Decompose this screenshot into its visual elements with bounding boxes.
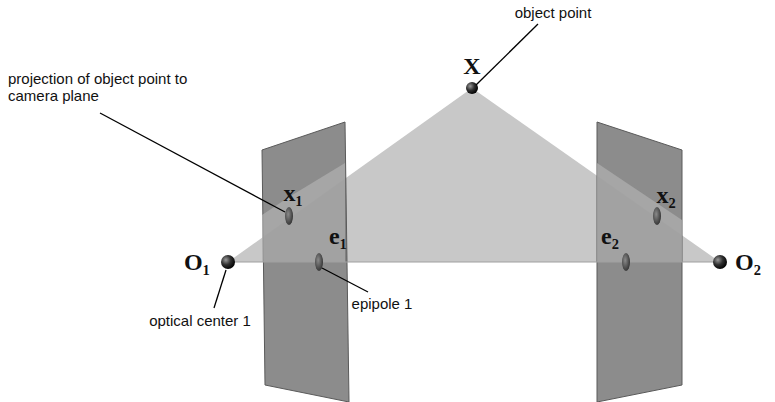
callout-label: epipole 1 — [352, 295, 413, 312]
leader-line — [100, 113, 285, 212]
point-symbol: O₂ — [735, 249, 761, 277]
epipole-point — [315, 253, 323, 271]
point-symbol: e₂ — [601, 223, 619, 251]
point-symbol: O₁ — [184, 249, 210, 277]
leader-line — [322, 268, 368, 292]
point-symbol: x₂ — [656, 182, 675, 210]
point-symbol: x₁ — [283, 180, 302, 208]
optical-center — [221, 255, 235, 269]
callout-label: optical center 1 — [149, 312, 251, 329]
optical-center — [713, 255, 727, 269]
baseline — [228, 262, 720, 263]
epipole-point — [622, 253, 630, 271]
leader-line — [476, 24, 538, 85]
plane-intersection — [597, 163, 682, 262]
leader-line — [214, 270, 226, 308]
callout-label: object point — [515, 4, 592, 21]
object-point — [466, 82, 478, 94]
callout-label: projection of object point to camera pla… — [8, 70, 196, 105]
image-point — [285, 207, 293, 225]
point-symbol: e₁ — [329, 223, 347, 251]
image-point — [653, 207, 661, 225]
point-symbol: X — [463, 53, 480, 81]
